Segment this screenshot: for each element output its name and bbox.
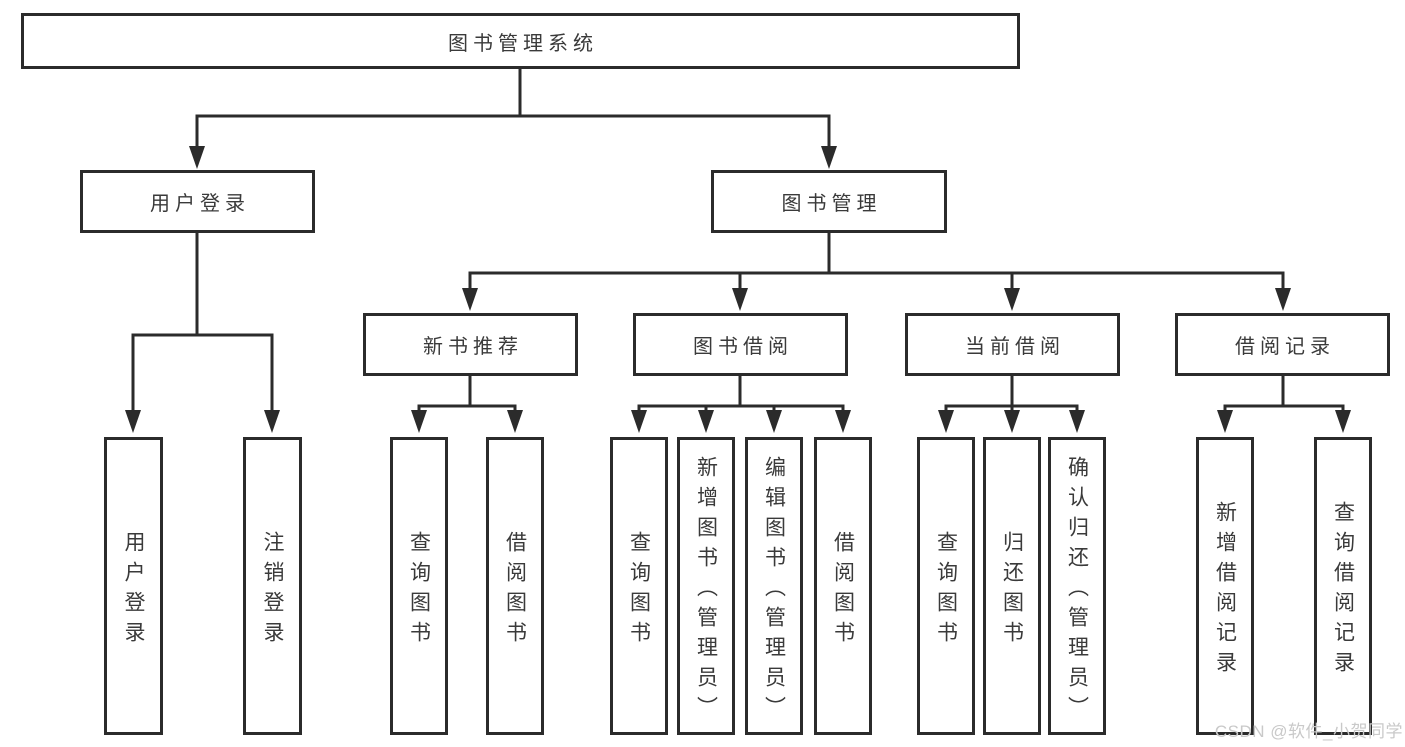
node-label: 注销登录 (261, 530, 284, 651)
node-label: 借阅图书 (831, 530, 855, 651)
node-current-query-books: 查询图书 (917, 437, 975, 735)
node-borrow-records: 借阅记录 (1175, 313, 1390, 376)
node-label: 查询图书 (407, 530, 431, 651)
node-label: 编辑图书（管理员） (762, 455, 786, 726)
node-borrow-query-books: 查询图书 (610, 437, 668, 735)
node-borrow-add-books-admin: 新增图书（管理员） (677, 437, 735, 735)
node-newbook-query-books: 查询图书 (390, 437, 448, 735)
node-borrow-borrow-books: 借阅图书 (814, 437, 872, 735)
node-borrow-edit-books-admin: 编辑图书（管理员） (745, 437, 803, 735)
node-label: 图书管理系统 (448, 32, 598, 55)
node-label: 新书推荐 (423, 336, 523, 358)
node-logout-leaf: 注销登录 (243, 437, 302, 735)
node-label: 用户登录 (122, 530, 145, 651)
node-label: 新增借阅记录 (1213, 500, 1237, 681)
node-current-borrow: 当前借阅 (905, 313, 1120, 376)
node-records-query-record: 查询借阅记录 (1314, 437, 1372, 735)
node-label: 用户登录 (150, 193, 250, 215)
node-current-return-books: 归还图书 (983, 437, 1041, 735)
node-records-add-record: 新增借阅记录 (1196, 437, 1254, 735)
node-library-system: 图书管理系统 (21, 13, 1020, 69)
node-label: 查询图书 (934, 530, 958, 651)
node-new-book-recommend: 新书推荐 (363, 313, 578, 376)
node-label: 确认归还（管理员） (1065, 455, 1089, 726)
node-label: 归还图书 (1000, 530, 1024, 651)
node-label: 借阅记录 (1235, 336, 1335, 358)
node-newbook-borrow-books: 借阅图书 (486, 437, 544, 735)
node-label: 借阅图书 (503, 530, 527, 651)
node-book-borrow: 图书借阅 (633, 313, 848, 376)
node-user-login-leaf: 用户登录 (104, 437, 163, 735)
node-current-confirm-return-admin: 确认归还（管理员） (1048, 437, 1106, 735)
node-label: 查询借阅记录 (1331, 500, 1355, 681)
watermark: CSDN @软件_小贺同学 (1214, 722, 1403, 741)
node-label: 查询图书 (627, 530, 651, 651)
node-label: 当前借阅 (965, 336, 1065, 358)
node-label: 图书管理 (781, 193, 882, 215)
node-user-login: 用户登录 (80, 170, 315, 233)
node-book-management: 图书管理 (711, 170, 947, 233)
node-label: 新增图书（管理员） (694, 455, 718, 726)
node-label: 图书借阅 (693, 336, 793, 358)
